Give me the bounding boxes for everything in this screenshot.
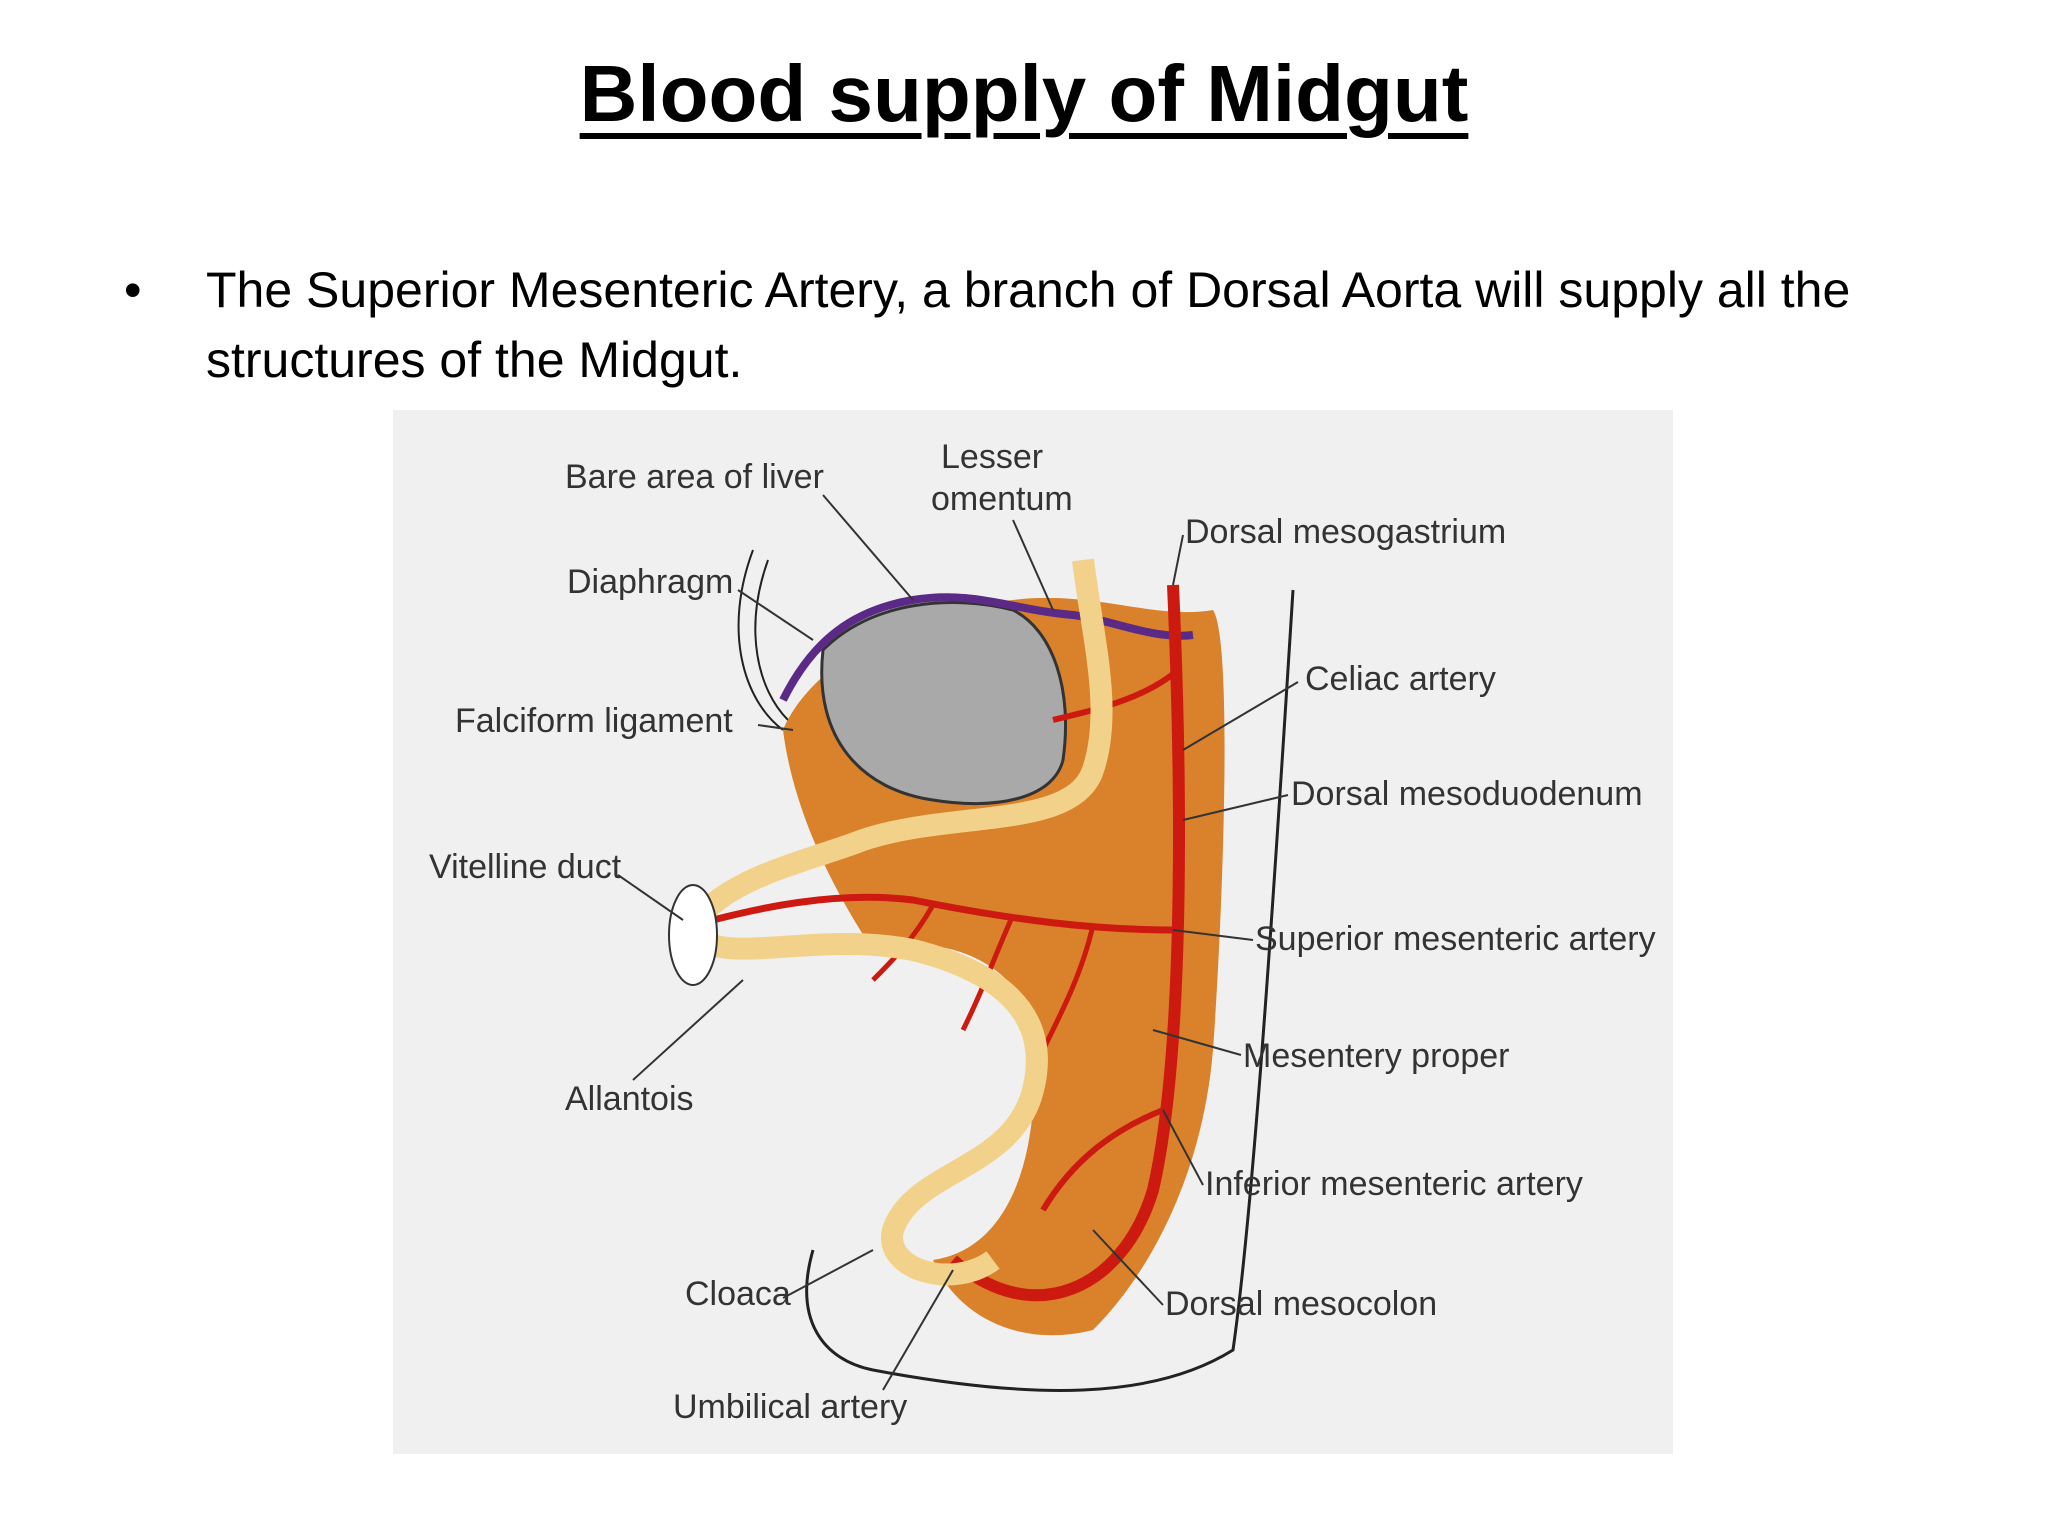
diaphragm-line xyxy=(779,593,1194,702)
midgut-diagram: Bare area of liver Lesser omentum Dorsal… xyxy=(393,410,1673,1454)
slide-title: Blood supply of Midgut xyxy=(579,49,1469,138)
label-bare-area-of-liver: Bare area of liver xyxy=(565,458,824,496)
label-diaphragm: Diaphragm xyxy=(567,563,733,601)
celiac-artery-vessel xyxy=(1052,667,1180,723)
ima-vessel xyxy=(1040,1107,1165,1212)
bullet-item: • The Superior Mesenteric Artery, a bran… xyxy=(120,255,1900,395)
label-inferior-mesenteric-artery: Inferior mesenteric artery xyxy=(1205,1165,1583,1203)
label-superior-mesenteric-artery: Superior mesenteric artery xyxy=(1255,920,1656,958)
leader-bare-area xyxy=(822,494,914,601)
label-dorsal-mesocolon: Dorsal mesocolon xyxy=(1165,1285,1437,1323)
label-celiac-artery: Celiac artery xyxy=(1305,660,1496,698)
label-dorsal-mesoduodenum: Dorsal mesoduodenum xyxy=(1291,775,1643,813)
body-wall-outline xyxy=(805,589,1295,1392)
leader-lesser-omentum xyxy=(1012,519,1054,611)
leader-falciform xyxy=(757,724,794,731)
leader-vitelline-duct xyxy=(617,874,684,921)
sma-vessel xyxy=(712,893,1174,934)
label-falciform-ligament: Falciform ligament xyxy=(455,702,733,740)
leader-ima xyxy=(1162,1109,1204,1186)
dorsal-aorta xyxy=(949,584,1185,1302)
leader-umbilical-artery xyxy=(882,1269,954,1391)
label-mesentery-proper: Mesentery proper xyxy=(1243,1037,1509,1075)
leader-dorsal-mesoduodenum xyxy=(1182,794,1289,821)
leader-celiac-artery xyxy=(1182,681,1299,751)
label-dorsal-mesogastrium: Dorsal mesogastrium xyxy=(1185,513,1506,551)
leader-dorsal-mesocolon xyxy=(1092,1229,1164,1306)
ventral-wall-outline-2 xyxy=(754,559,789,721)
label-umbilical-artery: Umbilical artery xyxy=(673,1388,907,1426)
gut-tube xyxy=(680,558,1113,1286)
leader-cloaca xyxy=(782,1249,874,1299)
liver xyxy=(820,601,1067,806)
label-vitelline-duct: Vitelline duct xyxy=(429,848,622,886)
sma-branch-1 xyxy=(1040,924,1096,1052)
bullet-text: The Superior Mesenteric Artery, a branch… xyxy=(206,262,1851,388)
bullet-dot: • xyxy=(124,262,142,318)
leader-allantois xyxy=(632,979,744,1081)
label-lesser-omentum-2: omentum xyxy=(931,480,1073,518)
label-allantois: Allantois xyxy=(565,1080,694,1118)
leader-mesentery-proper xyxy=(1152,1029,1242,1056)
leader-diaphragm xyxy=(737,589,814,641)
ventral-wall-outline xyxy=(737,549,784,731)
vitelline-duct xyxy=(668,884,718,986)
leader-sma xyxy=(1172,929,1254,941)
label-lesser-omentum-1: Lesser xyxy=(941,438,1043,476)
label-cloaca: Cloaca xyxy=(685,1275,791,1313)
leader-dorsal-mesogastrium xyxy=(1172,534,1184,586)
